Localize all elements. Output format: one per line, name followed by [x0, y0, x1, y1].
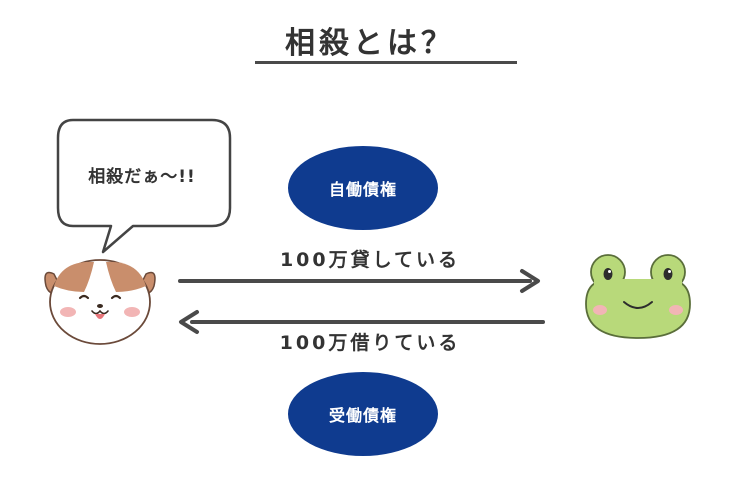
- right-arrow: [178, 269, 540, 293]
- passive-claim-ellipse: 受働債権: [288, 372, 438, 456]
- title-underline: [255, 61, 517, 64]
- passive-claim-label: 受働債権: [328, 406, 397, 425]
- left-arrow: [179, 310, 545, 334]
- active-claim-label: 自働債権: [328, 180, 397, 199]
- page-title: 相殺とは？: [285, 26, 455, 61]
- lend-arrow-label: 100万貸している: [279, 249, 461, 271]
- frog-character-icon: [585, 254, 691, 339]
- speech-bubble-text: 相殺だぁ～!!: [88, 167, 196, 187]
- active-claim-ellipse: 自働債権: [288, 146, 438, 230]
- borrow-arrow-label: 100万借りている: [279, 332, 461, 354]
- speech-bubble: [56, 118, 232, 254]
- hamster-dog-character-icon: [44, 259, 156, 345]
